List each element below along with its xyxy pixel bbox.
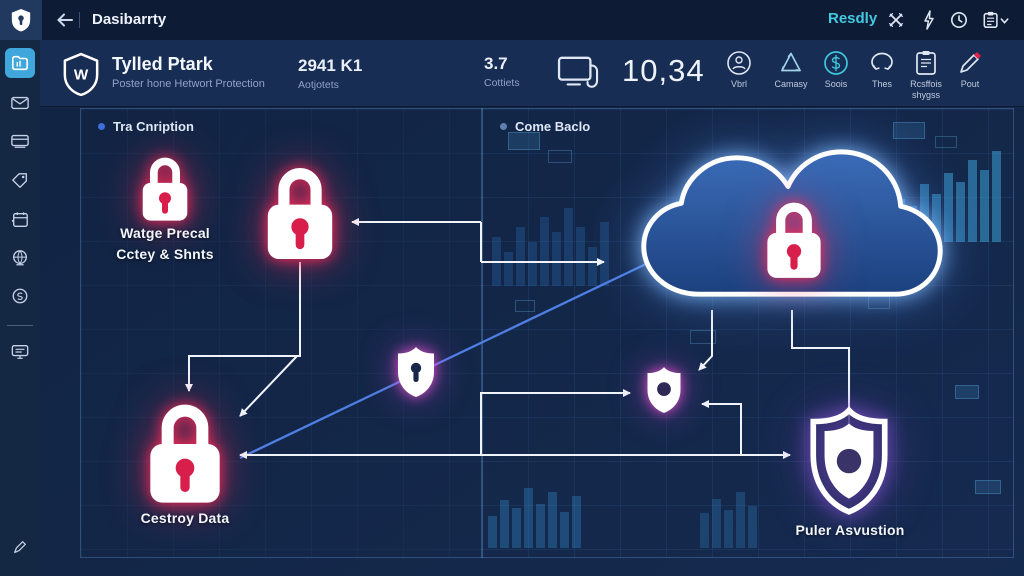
- right-panel-title: Come Baclo: [500, 119, 590, 134]
- calendar-icon: [11, 212, 28, 227]
- tool-label: Camasy: [774, 79, 808, 89]
- deco-bars-bottom: [488, 468, 622, 548]
- clock-icon[interactable]: [948, 9, 970, 31]
- folder-icon: [11, 55, 29, 71]
- sidebar-item-mail[interactable]: [11, 94, 29, 112]
- lock-small-label: Watge Precal Cctey & Shnts: [116, 225, 214, 262]
- sidebar-item-tag[interactable]: [11, 172, 29, 190]
- clipboard-icon[interactable]: [980, 9, 1012, 31]
- deco-bars-bottom-mid: [700, 478, 778, 548]
- lock-big[interactable]: [260, 160, 340, 264]
- app-title: Tylled Ptark: [112, 54, 213, 74]
- sidebar-item-calendar[interactable]: [11, 211, 29, 229]
- monitor-icon: [11, 345, 29, 359]
- tool-camasy[interactable]: Camasy: [765, 50, 817, 90]
- left-panel-title-text: Tra Cnription: [113, 119, 194, 134]
- tool-label: Thes: [871, 79, 892, 89]
- cloud[interactable]: [622, 142, 958, 314]
- sidebar-item-badge[interactable]: [11, 287, 29, 305]
- shield-big[interactable]: [802, 405, 896, 519]
- recycle-triangle-icon: [781, 52, 801, 72]
- big-number: 10,34: [622, 53, 705, 88]
- sidebar-item-globe[interactable]: [11, 249, 29, 267]
- sidebar-item-card[interactable]: [11, 132, 29, 150]
- stat-cotties: 3.7 Cottiets: [484, 54, 520, 89]
- header-row: W Tylled Ptark Poster hone Hetwort Prote…: [40, 40, 1024, 107]
- shield-right-small[interactable]: [642, 364, 686, 416]
- tool-label: Pout: [960, 79, 980, 89]
- back-arrow-icon[interactable]: [56, 12, 74, 28]
- clipboard-report-icon: [916, 51, 936, 75]
- lock-bottom[interactable]: [142, 396, 228, 508]
- bullet-icon: [98, 123, 105, 130]
- shield-logo-icon: [11, 9, 31, 32]
- sidebar-item-active[interactable]: [5, 48, 35, 78]
- cloud-lock[interactable]: [761, 196, 827, 282]
- tool-vbrl[interactable]: Vbrl: [713, 50, 765, 90]
- shield-big-label: Puler Asvustion: [795, 522, 905, 538]
- lock-bottom-label: Cestroy Data: [140, 510, 230, 526]
- user-circle-icon: [727, 51, 751, 75]
- status-badge: Resdly: [828, 10, 878, 27]
- pen-icon: [14, 541, 26, 553]
- topbar-divider: [79, 12, 80, 28]
- stat-label: Cottiets: [484, 77, 520, 89]
- tool-pout[interactable]: Pout: [944, 50, 996, 90]
- shield-mid[interactable]: [392, 344, 440, 400]
- lock-small[interactable]: [137, 152, 193, 224]
- sidebar-divider: [7, 325, 33, 326]
- sync-loop-icon: [871, 52, 893, 70]
- card-icon: [11, 134, 29, 148]
- logo-letter: W: [74, 67, 89, 84]
- sidebar-item-monitor[interactable]: [11, 343, 29, 361]
- app-logo[interactable]: [0, 0, 42, 40]
- w-shield-logo-icon: W: [63, 52, 99, 96]
- stat-label: Aotjotets: [298, 79, 339, 91]
- tool-rcsffois[interactable]: Rcsffois shygss: [900, 50, 952, 102]
- bolt-icon[interactable]: [918, 9, 940, 31]
- tool-soois[interactable]: Soois: [810, 50, 862, 90]
- deco-bars-mid-left: [492, 188, 624, 286]
- tool-label: Vbrl: [730, 79, 747, 89]
- tool-label: Rcsffois shygss: [910, 79, 942, 101]
- app-title-block: Tylled Ptark Poster hone Hetwort Protect…: [112, 54, 265, 90]
- mail-icon: [11, 96, 29, 110]
- stat-value: 3.7: [484, 54, 508, 73]
- currency-circle-icon: [824, 51, 848, 75]
- page-title: Dasibarrty: [92, 11, 167, 28]
- tag-icon: [12, 173, 27, 188]
- tools-icon[interactable]: [885, 9, 907, 31]
- topbar: Dasibarrty Resdly: [0, 0, 1024, 40]
- right-panel-title-text: Come Baclo: [515, 119, 591, 134]
- left-panel-title: Tra Cnription: [98, 119, 194, 134]
- stat-value: 2941 K1: [298, 56, 363, 75]
- bullet-icon: [500, 123, 507, 130]
- globe-icon: [13, 250, 27, 266]
- tool-label: Soois: [824, 79, 848, 89]
- sidebar: [0, 40, 40, 576]
- tool-thes[interactable]: Thes: [856, 50, 908, 90]
- sidebar-item-pen[interactable]: [11, 538, 29, 556]
- badge-icon: [12, 288, 28, 304]
- stat-appliances: 2941 K1 Aotjotets: [298, 56, 362, 91]
- monitor-scroll-icon: [557, 56, 599, 88]
- edit-pencil-icon: [960, 52, 981, 73]
- app-subtitle: Poster hone Hetwort Protection: [112, 78, 265, 90]
